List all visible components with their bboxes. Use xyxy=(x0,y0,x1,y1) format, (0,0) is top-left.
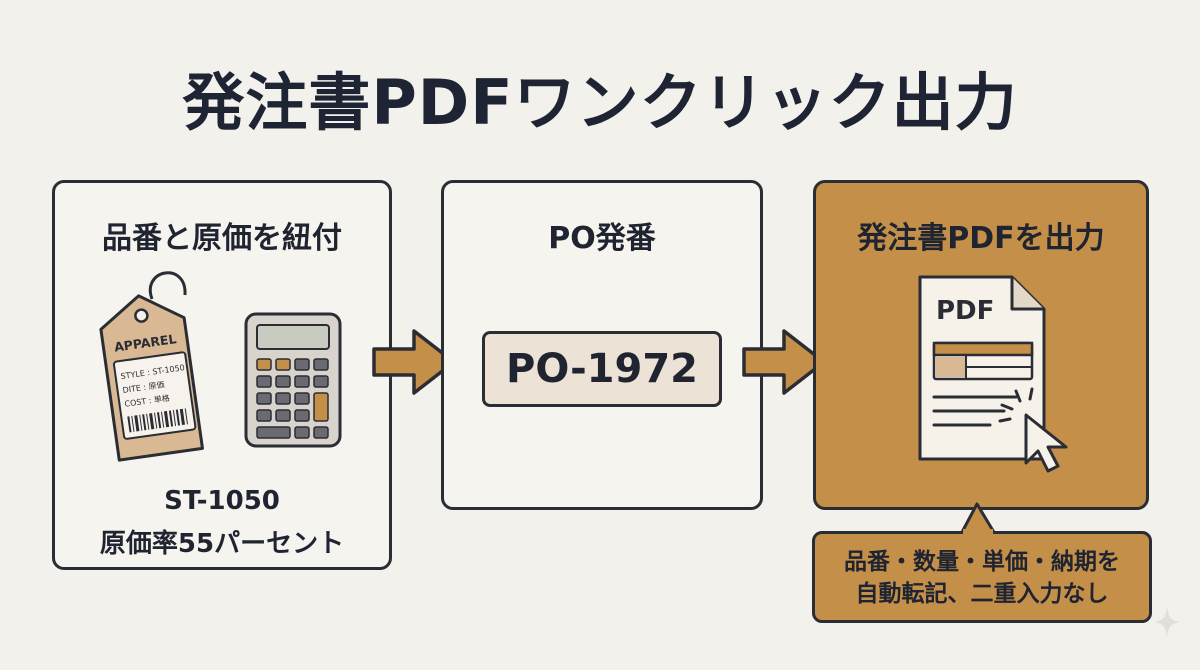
step-panel-link-cost: 品番と原価を紐付 APPAREL STYLE : ST-1050 DITE : … xyxy=(52,180,392,570)
page-title: 発注書PDFワンクリック出力 xyxy=(182,66,1018,139)
callout-pointer xyxy=(959,502,997,535)
step-title: 品番と原価を紐付 xyxy=(102,221,342,256)
callout-line: 自動転記、二重入力なし xyxy=(855,581,1109,607)
pdf-file-label: PDF xyxy=(936,296,994,326)
arrow-right-icon xyxy=(742,329,826,395)
po-number-badge: PO-1972 xyxy=(482,331,722,407)
arrow-right-icon xyxy=(372,329,456,395)
cursor-click-icon xyxy=(998,387,1068,473)
step-title: 発注書PDFを出力 xyxy=(857,221,1105,256)
step-caption-ratio: 原価率55パーセント xyxy=(99,529,345,559)
step-caption-code: ST-1050 xyxy=(164,486,280,516)
step-title: PO発番 xyxy=(548,221,656,256)
pdf-document-icon: PDF xyxy=(918,275,1046,461)
barcode xyxy=(127,408,188,433)
price-tag-icon: APPAREL STYLE : ST-1050 DITE : 原価 COST :… xyxy=(99,271,204,462)
sparkle-icon xyxy=(1154,607,1180,637)
step-panel-po-number: PO発番 PO-1972 xyxy=(441,180,763,510)
calculator-icon xyxy=(244,312,342,448)
callout-line: 品番・数量・単価・納期を xyxy=(844,549,1120,575)
callout-pointer-join xyxy=(963,529,993,537)
step-panel-export-pdf: 発注書PDFを出力 PDF xyxy=(813,180,1149,510)
callout-note: 品番・数量・単価・納期を 自動転記、二重入力なし xyxy=(812,531,1152,623)
